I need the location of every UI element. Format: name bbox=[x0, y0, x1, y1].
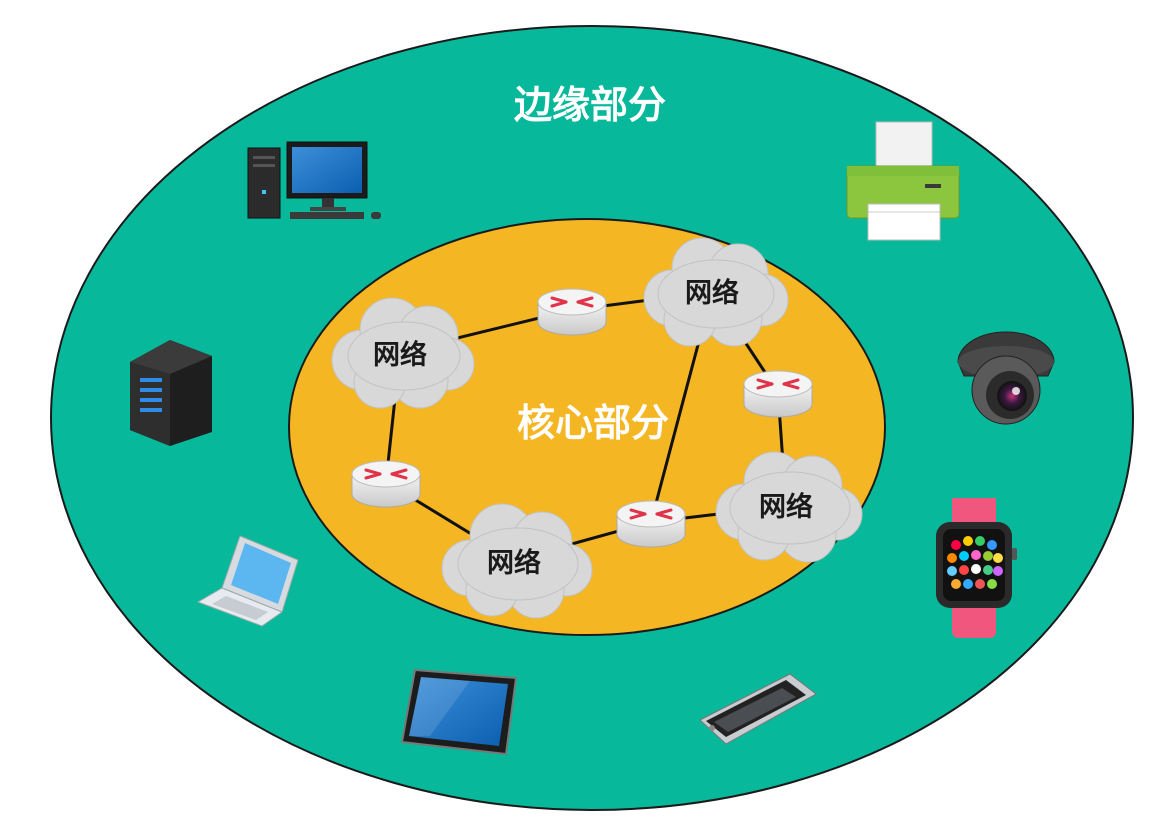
router-icon bbox=[616, 500, 686, 548]
laptop-icon bbox=[196, 535, 299, 627]
server-icon bbox=[130, 340, 212, 446]
router-icon bbox=[743, 370, 813, 418]
network-cloud: 网络 bbox=[441, 503, 593, 619]
printer-icon bbox=[846, 121, 960, 241]
desktop-computer-icon bbox=[247, 141, 381, 219]
core-title: 核心部分 bbox=[517, 401, 669, 445]
router-icon bbox=[537, 288, 607, 336]
cloud-label: 网络 bbox=[759, 491, 813, 523]
cloud-label: 网络 bbox=[685, 277, 739, 309]
smartwatch-icon bbox=[936, 498, 1017, 638]
router-icon bbox=[351, 460, 421, 508]
network-cloud: 网络 bbox=[715, 451, 863, 563]
network-cloud: 网络 bbox=[643, 237, 789, 347]
security-camera-icon bbox=[957, 331, 1055, 425]
edge-title: 边缘部分 bbox=[514, 83, 666, 127]
cloud-label: 网络 bbox=[373, 339, 427, 371]
app-grid bbox=[947, 536, 1003, 589]
network-cloud: 网络 bbox=[331, 297, 475, 409]
tablet-icon bbox=[400, 668, 518, 756]
cloud-label: 网络 bbox=[487, 547, 541, 579]
smartphone-icon bbox=[699, 673, 817, 745]
